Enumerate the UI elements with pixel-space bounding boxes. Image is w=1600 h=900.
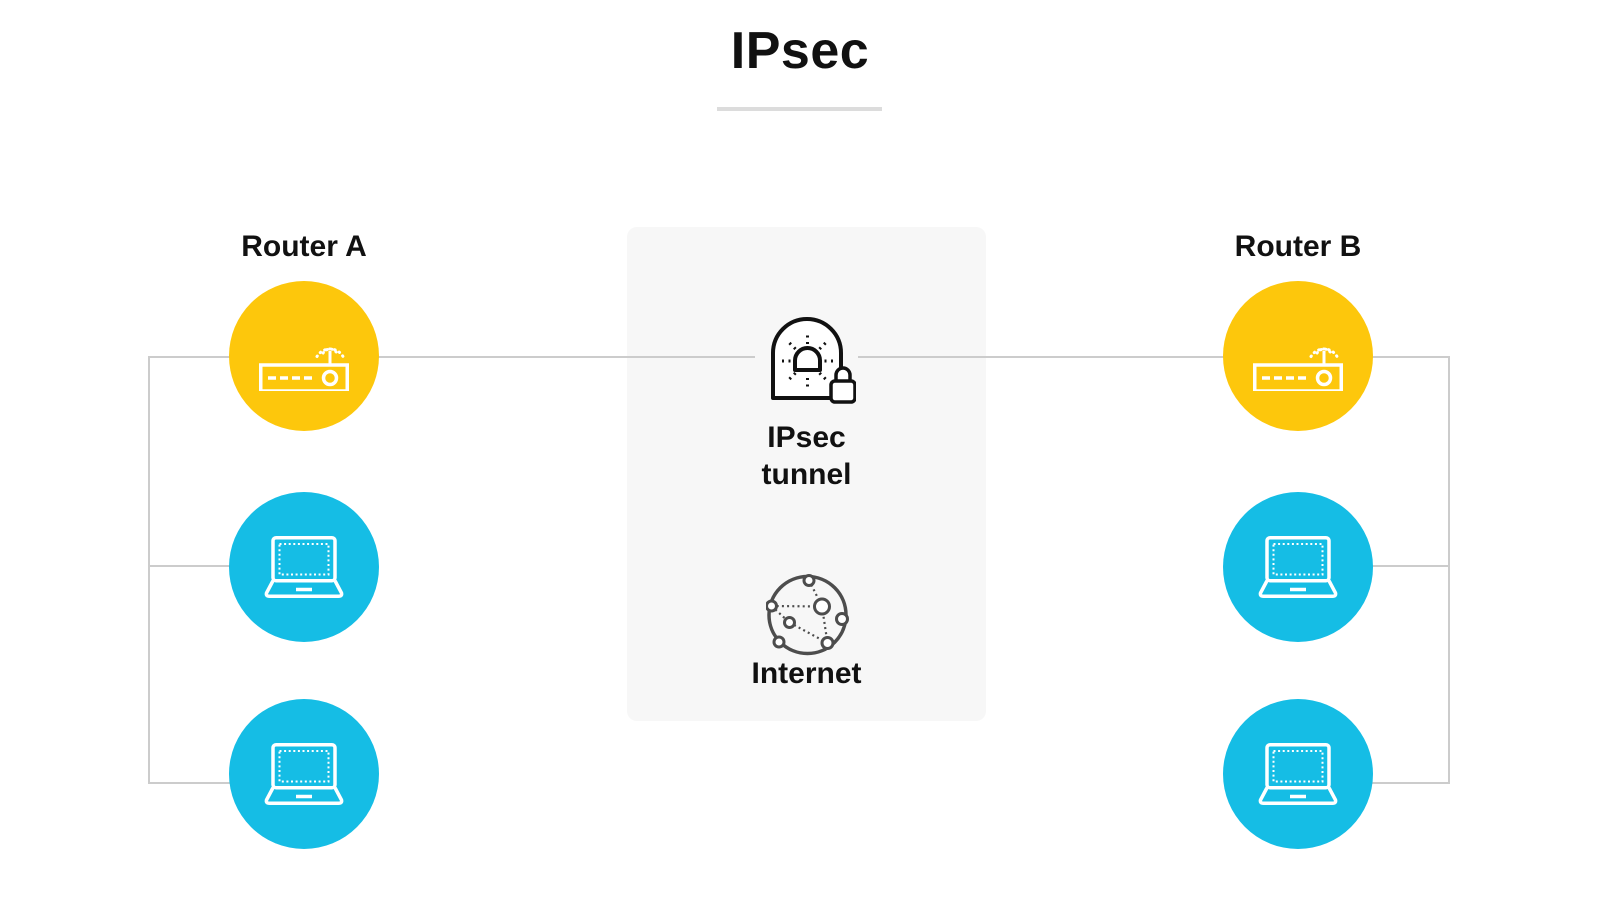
tunnel-label-line1: IPsec (767, 421, 846, 454)
group-label-router-a: Router A (241, 230, 367, 263)
bracket-left-vertical (148, 356, 150, 784)
laptop-b2-circle (1223, 699, 1373, 849)
laptop-b1-circle (1223, 492, 1373, 642)
tunnel-label: IPsec tunnel (627, 419, 986, 493)
group-label-router-b: Router B (1234, 230, 1362, 263)
router-b-circle (1223, 281, 1373, 431)
laptop-icon (264, 743, 344, 805)
page-title: IPsec (730, 22, 870, 80)
laptop-icon (1258, 743, 1338, 805)
tunnel-line-right-segment (858, 356, 1450, 358)
internet-globe-icon (766, 574, 849, 656)
bracket-left-stub-bottom (148, 782, 308, 784)
title-underline (717, 107, 882, 111)
router-a-circle (229, 281, 379, 431)
bracket-right-vertical (1448, 356, 1450, 784)
tunnel-label-line2: tunnel (761, 458, 852, 491)
tunnel-line-left-segment (148, 356, 755, 358)
bracket-left-stub-mid (148, 565, 308, 567)
laptop-icon (1258, 536, 1338, 598)
ipsec-tunnel-panel (627, 227, 986, 721)
internet-label: Internet (751, 657, 862, 690)
padlock-icon (829, 366, 856, 404)
laptop-icon (264, 536, 344, 598)
wireless-router-icon (259, 347, 349, 391)
ipsec-tunnel-icon (771, 317, 856, 404)
wireless-router-icon (1253, 347, 1343, 391)
laptop-a1-circle (229, 492, 379, 642)
laptop-a2-circle (229, 699, 379, 849)
